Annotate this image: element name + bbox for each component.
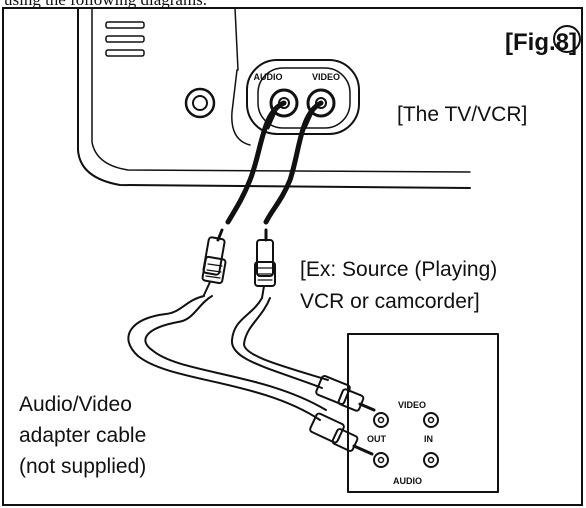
source-label-line-2: VCR or camcorder] <box>300 290 480 313</box>
source-jack-audio: AUDIO <box>393 476 422 486</box>
cable-top-segments <box>225 100 324 225</box>
audio-plug-top <box>201 228 227 296</box>
tv-jack-video: VIDEO <box>312 72 340 82</box>
source-jack-video: VIDEO <box>398 400 426 410</box>
cable-label-line-2: adapter cable <box>19 424 147 447</box>
source-jack-in: IN <box>424 434 433 444</box>
cable-label-line-3: (not supplied) <box>19 455 147 478</box>
figure-frame <box>2 7 583 506</box>
figure-label: [Fig.8] <box>505 29 577 56</box>
adapter-cable <box>127 295 329 421</box>
tv-vcr-label: [The TV/VCR] <box>397 103 528 126</box>
figure-number-circle <box>553 25 581 53</box>
source-jack-out: OUT <box>367 434 387 444</box>
tv-jack-audio: AUDIO <box>254 72 283 82</box>
source-label: [Ex: Source (Playing) VCR or camcorder] <box>300 254 497 318</box>
video-plug-bottom <box>315 375 376 412</box>
video-plug-top <box>254 228 276 299</box>
tv-vcr-unit <box>77 9 471 189</box>
source-label-line-1: [Ex: Source (Playing) <box>300 258 498 281</box>
cable-label-line-1: Audio/Video <box>19 393 132 416</box>
top-caption: using the following diagrams. <box>4 0 304 9</box>
source-device-panel <box>347 333 499 493</box>
cable-label: Audio/Video adapter cable (not supplied) <box>19 389 146 482</box>
